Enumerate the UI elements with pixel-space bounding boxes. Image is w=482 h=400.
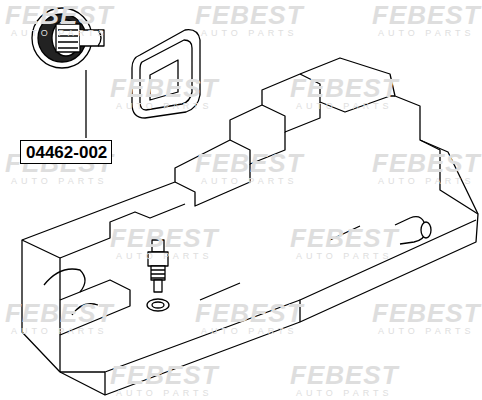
watermark-subtitle: AUTO PARTS [372, 29, 481, 38]
callout-box: 04462-002 [20, 140, 112, 164]
watermark-logo: FEBEST [290, 362, 399, 388]
watermark-logo: FEBEST [290, 225, 399, 251]
watermark: FEBESTAUTO PARTS [372, 2, 481, 38]
watermark-logo: FEBEST [290, 75, 399, 101]
watermark: FEBESTAUTO PARTS [110, 75, 219, 111]
watermark-subtitle: AUTO PARTS [5, 29, 114, 38]
watermark: FEBESTAUTO PARTS [195, 2, 304, 38]
watermark-subtitle: AUTO PARTS [372, 327, 481, 336]
watermark-logo: FEBEST [372, 150, 481, 176]
manifold-body [22, 58, 478, 395]
watermark-logo: FEBEST [5, 300, 114, 326]
watermark: FEBESTAUTO PARTS [5, 300, 114, 336]
watermark-subtitle: AUTO PARTS [195, 177, 304, 186]
watermark: FEBESTAUTO PARTS [290, 75, 399, 111]
watermark-subtitle: AUTO PARTS [290, 102, 399, 111]
watermark-logo: FEBEST [195, 150, 304, 176]
sealing-washer [147, 299, 169, 311]
leader-line [85, 70, 86, 138]
watermark-subtitle: AUTO PARTS [195, 327, 304, 336]
watermark-logo: FEBEST [5, 2, 114, 28]
watermark-subtitle: AUTO PARTS [195, 29, 304, 38]
watermark-subtitle: AUTO PARTS [110, 252, 219, 261]
watermark: FEBESTAUTO PARTS [372, 150, 481, 186]
watermark: FEBESTAUTO PARTS [110, 362, 219, 398]
watermark-subtitle: AUTO PARTS [110, 389, 219, 398]
watermark: FEBESTAUTO PARTS [195, 150, 304, 186]
watermark-logo: FEBEST [195, 2, 304, 28]
watermark-subtitle: AUTO PARTS [5, 327, 114, 336]
callout-number: 04462-002 [26, 143, 111, 163]
watermark-logo: FEBEST [110, 225, 219, 251]
watermark-subtitle: AUTO PARTS [372, 177, 481, 186]
watermark: FEBESTAUTO PARTS [195, 300, 304, 336]
watermark-logo: FEBEST [110, 362, 219, 388]
watermark-logo: FEBEST [372, 2, 481, 28]
watermark: FEBESTAUTO PARTS [5, 2, 114, 38]
watermark: FEBESTAUTO PARTS [290, 362, 399, 398]
watermark: FEBESTAUTO PARTS [110, 225, 219, 261]
watermark-logo: FEBEST [195, 300, 304, 326]
watermark-logo: FEBEST [372, 300, 481, 326]
watermark-subtitle: AUTO PARTS [290, 252, 399, 261]
watermark-subtitle: AUTO PARTS [110, 102, 219, 111]
watermark-logo: FEBEST [110, 75, 219, 101]
watermark-subtitle: AUTO PARTS [290, 389, 399, 398]
watermark: FEBESTAUTO PARTS [372, 300, 481, 336]
watermark-subtitle: AUTO PARTS [5, 177, 114, 186]
watermark: FEBESTAUTO PARTS [290, 225, 399, 261]
